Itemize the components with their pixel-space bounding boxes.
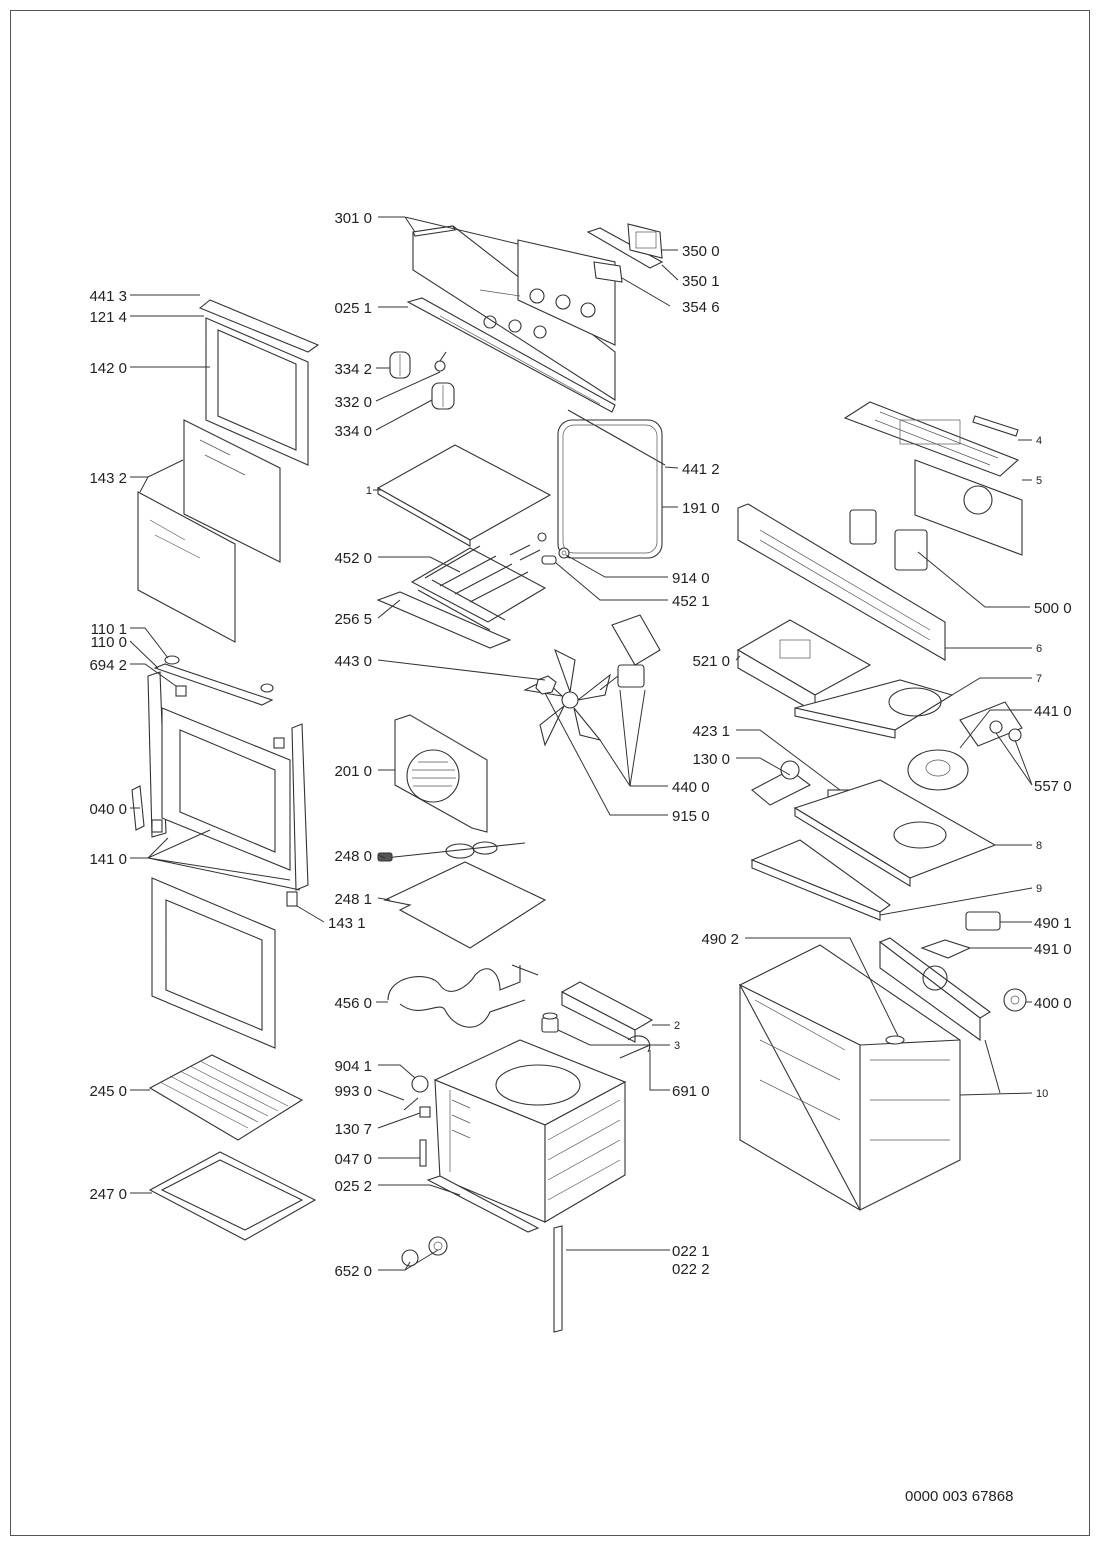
plate-9 [750, 839, 891, 921]
label-490-2: 490 2 [701, 931, 739, 948]
door-assembly [131, 299, 320, 1049]
label-256-5: 256 5 [334, 611, 372, 628]
rear-panel [878, 937, 1027, 1042]
label-400-0: 400 0 [1034, 995, 1072, 1012]
label-904-1: 904 1 [334, 1058, 372, 1075]
bracket-490-1 [965, 911, 1001, 931]
label-557-0: 557 0 [1034, 778, 1072, 795]
control-panel [412, 225, 616, 402]
label-245-0: 245 0 [89, 1083, 127, 1100]
bracket-491-0 [920, 939, 972, 959]
label-110-1: 110 1 [91, 621, 127, 638]
label-500-0: 500 0 [1034, 600, 1072, 617]
callout-labels: 301 0 350 0 350 1 354 6 025 1 441 3 121 … [89, 210, 1071, 1280]
convection-fan [523, 614, 661, 747]
label-423-1: 423 1 [692, 723, 730, 740]
label-490-1: 490 1 [1034, 915, 1072, 932]
control-electronics [586, 223, 664, 283]
leader-lines [129, 216, 1033, 1271]
side-rail [553, 1225, 563, 1333]
label-142-0: 142 0 [89, 360, 127, 377]
bottom-element [387, 964, 539, 1028]
label-521-0: 521 0 [692, 653, 730, 670]
label-110-0: 110 0 [91, 634, 127, 651]
label-993-0: 993 0 [334, 1083, 372, 1100]
label-334-2: 334 2 [334, 361, 372, 378]
label-4: 4 [1036, 435, 1042, 447]
feet [401, 1236, 448, 1267]
baking-tray [148, 1151, 317, 1241]
label-248-0: 248 0 [334, 848, 372, 865]
label-441-3: 441 3 [89, 288, 127, 305]
outer-casing [738, 944, 961, 1211]
label-022-1: 022 1 [672, 1243, 710, 1260]
panel-rail [406, 297, 616, 413]
control-board [736, 619, 872, 713]
label-334-0: 334 0 [334, 423, 372, 440]
label-191-0: 191 0 [682, 500, 720, 517]
label-441-2: 441 2 [682, 461, 720, 478]
drawing-frame [10, 10, 1090, 1536]
rear-cross-member [737, 503, 946, 661]
label-5: 5 [1036, 475, 1042, 487]
label-1: 1 [366, 485, 372, 497]
label-9: 9 [1036, 883, 1042, 895]
knobs [389, 351, 455, 410]
label-452-0: 452 0 [334, 550, 372, 567]
label-10: 10 [1036, 1088, 1048, 1100]
label-141-0: 141 0 [89, 851, 127, 868]
label-2: 2 [674, 1020, 680, 1032]
label-354-6: 354 6 [682, 299, 720, 316]
label-350-0: 350 0 [682, 243, 720, 260]
label-6: 6 [1036, 643, 1042, 655]
label-201-0: 201 0 [334, 763, 372, 780]
label-3: 3 [674, 1040, 680, 1052]
rotisserie-frame [383, 861, 547, 949]
door-seals [557, 409, 666, 559]
oven-cavity [433, 1039, 627, 1223]
label-443-0: 443 0 [334, 653, 372, 670]
wire-shelf [148, 1054, 304, 1141]
grill-shield [376, 591, 512, 649]
label-121-4: 121 4 [89, 309, 127, 326]
label-914-0: 914 0 [672, 570, 710, 587]
element-bracket [541, 981, 654, 1043]
label-130-0: 130 0 [692, 751, 730, 768]
label-040-0: 040 0 [89, 801, 127, 818]
label-130-7: 130 7 [334, 1121, 372, 1138]
label-491-0: 491 0 [1034, 941, 1072, 958]
label-248-1: 248 1 [334, 891, 372, 908]
label-143-1: 143 1 [328, 915, 366, 932]
label-350-1: 350 1 [682, 273, 720, 290]
label-456-0: 456 0 [334, 995, 372, 1012]
label-8: 8 [1036, 840, 1042, 852]
oven-lamp [619, 1035, 651, 1059]
label-047-0: 047 0 [334, 1151, 372, 1168]
grill-fittings [537, 532, 570, 565]
cavity-small-parts [403, 1075, 540, 1233]
label-691-0: 691 0 [672, 1083, 710, 1100]
label-025-1: 025 1 [334, 300, 372, 317]
rotisserie-spit [377, 841, 526, 862]
label-022-2: 022 2 [672, 1261, 710, 1278]
top-panel-assembly [843, 401, 1023, 556]
label-025-2: 025 2 [334, 1178, 372, 1195]
label-452-1: 452 1 [672, 593, 710, 610]
label-652-0: 652 0 [334, 1263, 372, 1280]
label-247-0: 247 0 [89, 1186, 127, 1203]
label-915-0: 915 0 [672, 808, 710, 825]
plate-8 [793, 779, 997, 887]
grill-element [410, 544, 547, 631]
label-143-2: 143 2 [89, 470, 127, 487]
label-301-0: 301 0 [334, 210, 372, 227]
label-441-0: 441 0 [1034, 703, 1072, 720]
fan-cover [394, 714, 488, 833]
label-694-2: 694 2 [89, 657, 127, 674]
label-7: 7 [1036, 673, 1042, 685]
cavity-top-plate [376, 444, 552, 547]
document-number: 0000 003 67868 [905, 1488, 1014, 1505]
label-332-0: 332 0 [334, 394, 372, 411]
label-440-0: 440 0 [672, 779, 710, 796]
